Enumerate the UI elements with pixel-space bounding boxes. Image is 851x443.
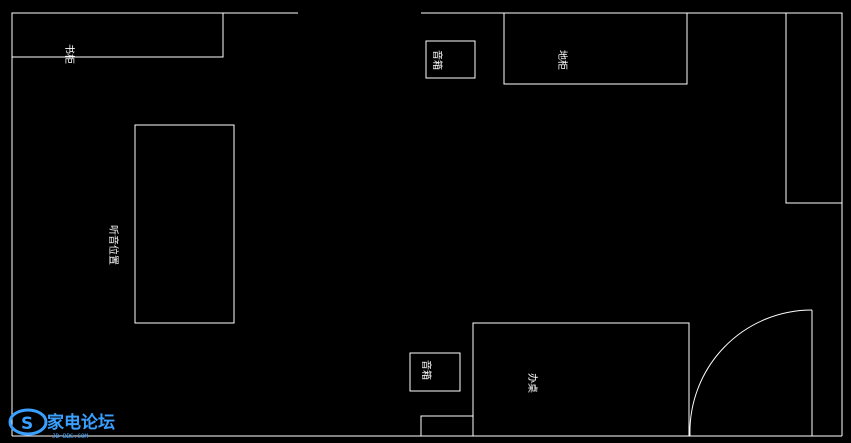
logo-swirl-glyph: S xyxy=(21,414,33,434)
bookcase-label: 书柜 xyxy=(63,44,76,64)
watermark-sub: JD-BBS.COM xyxy=(52,433,89,440)
bookcase: 书柜 xyxy=(11,12,224,64)
desk: 办桌 xyxy=(472,322,690,437)
desk-label: 办桌 xyxy=(526,373,539,393)
door xyxy=(689,309,813,437)
logo-swirl-icon xyxy=(8,408,48,436)
listening-position-label: 听音位置 xyxy=(107,225,120,265)
speaker-right: 音箱 xyxy=(409,352,461,392)
listening-position: 听音位置 xyxy=(107,124,235,324)
tv-cabinet-label: 地柜 xyxy=(556,50,569,70)
speaker-left: 音箱 xyxy=(425,40,476,79)
speaker-right-label: 音箱 xyxy=(420,360,433,380)
side-cabinet xyxy=(785,12,843,204)
watermark-text: 家电论坛 xyxy=(47,412,115,433)
small-cabinet xyxy=(420,415,474,437)
speaker-left-label: 音箱 xyxy=(431,50,444,70)
tv-cabinet: 地柜 xyxy=(503,12,688,85)
door-swing-arc xyxy=(689,309,813,437)
watermark-logo: S 家电论坛 JD-BBS.COM xyxy=(8,408,115,440)
